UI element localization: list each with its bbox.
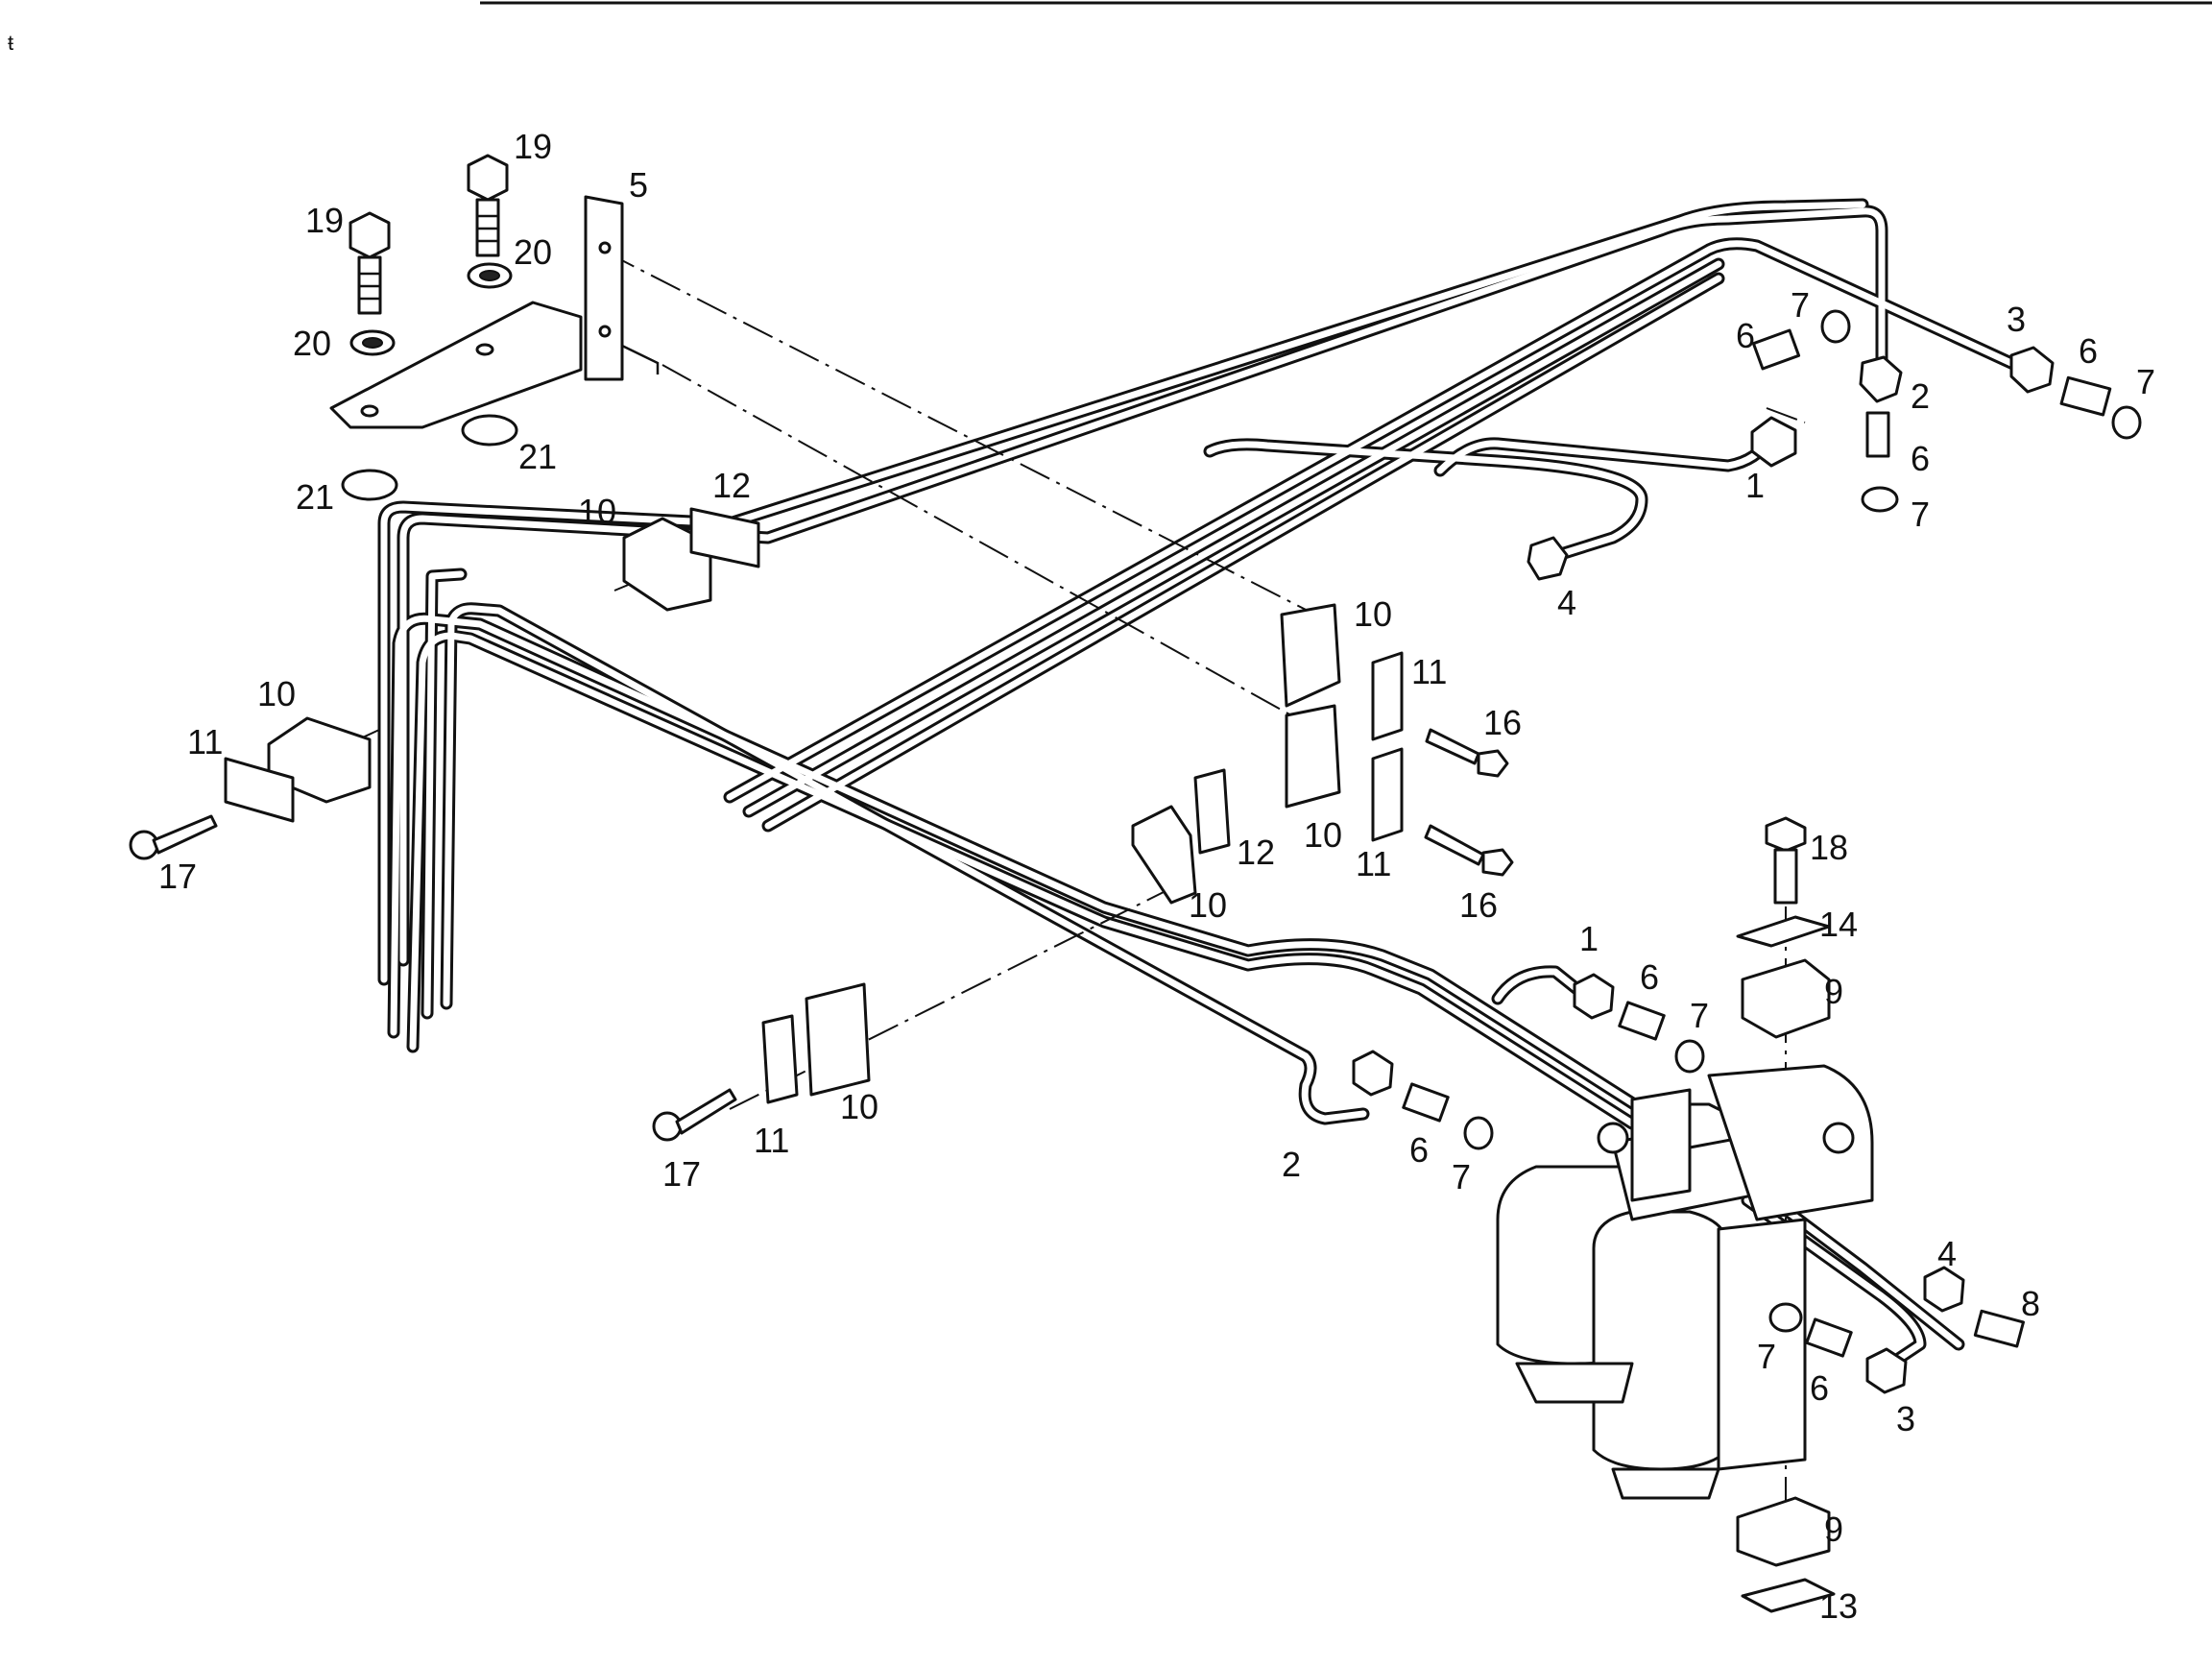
callout-11: 11: [1356, 844, 1391, 883]
bottom-clamp-stack: [1736, 1496, 1836, 1613]
callout-11: 11: [187, 722, 223, 761]
callout-7: 7: [1690, 996, 1709, 1035]
callout-6: 6: [2079, 331, 2098, 371]
callout-7: 7: [2136, 362, 2155, 401]
callout-21: 21: [518, 437, 557, 476]
callout-7: 7: [1911, 495, 1930, 534]
callout-3: 3: [1896, 1399, 1915, 1438]
clamp-left: [129, 716, 372, 860]
callout-11: 11: [754, 1121, 789, 1160]
callout-14: 14: [1819, 905, 1858, 944]
callout-6: 6: [1911, 439, 1930, 478]
fittings-top-right: [1527, 309, 2142, 581]
callout-10: 10: [578, 492, 616, 531]
callout-2: 2: [1911, 376, 1930, 416]
clamp-lower-left: [652, 982, 871, 1142]
top-clamp-stack: [1736, 816, 1831, 1039]
callout-19: 19: [514, 127, 552, 166]
fuel-filter-assembly: [1496, 1064, 1874, 1500]
callout-4: 4: [1557, 583, 1576, 622]
callout-7: 7: [1452, 1157, 1471, 1196]
fittings-lower: [1352, 973, 2026, 1394]
callout-12: 12: [712, 466, 751, 505]
callout-10: 10: [1189, 885, 1227, 925]
callout-1: 1: [1745, 466, 1765, 505]
callout-20: 20: [514, 232, 552, 272]
callout-10: 10: [257, 674, 296, 713]
callout-12: 12: [1237, 833, 1275, 872]
clamp-upper-center: [622, 507, 760, 612]
bolt-16-lower: [1424, 824, 1514, 877]
callout-7: 7: [1791, 285, 1810, 325]
callout-6: 6: [1409, 1130, 1429, 1170]
callouts: 19 19 5 20 20 21 21 12 10 10 11 17 7 6 3…: [158, 127, 2155, 1626]
callout-2: 2: [1282, 1145, 1301, 1184]
bolt-17-lower: [652, 1088, 737, 1142]
callout-20: 20: [293, 324, 331, 363]
bolt-16-upper: [1425, 728, 1509, 778]
bolt-17-left: [129, 814, 218, 860]
callout-6: 6: [1736, 316, 1755, 355]
callout-10: 10: [840, 1087, 878, 1126]
callout-10: 10: [1304, 815, 1342, 855]
callout-7: 7: [1757, 1337, 1776, 1376]
clamp-lower-center: [1131, 768, 1231, 905]
callout-10: 10: [1354, 594, 1392, 634]
callout-16: 16: [1459, 885, 1498, 925]
callout-17: 17: [158, 857, 197, 896]
callout-9: 9: [1824, 1510, 1843, 1549]
callout-8: 8: [2021, 1284, 2040, 1323]
callout-18: 18: [1810, 828, 1848, 867]
callout-9: 9: [1824, 972, 1843, 1011]
pipe-bundle: [377, 198, 2032, 1370]
callout-17: 17: [662, 1154, 701, 1194]
callout-21: 21: [296, 477, 334, 517]
margin-mark: ŧ: [8, 31, 13, 55]
callout-19: 19: [305, 201, 344, 240]
callout-16: 16: [1483, 703, 1522, 742]
callout-5: 5: [629, 165, 648, 205]
bolt-19-left: [349, 211, 391, 315]
callout-13: 13: [1819, 1586, 1858, 1626]
mounting-bracket: [329, 195, 660, 429]
washers: [341, 262, 518, 501]
callout-11: 11: [1411, 652, 1447, 691]
callout-4: 4: [1937, 1234, 1957, 1273]
callout-1: 1: [1579, 919, 1599, 958]
callout-6: 6: [1810, 1368, 1829, 1408]
callout-3: 3: [2007, 300, 2026, 339]
bolt-19-right: [467, 154, 509, 257]
callout-6: 6: [1640, 957, 1659, 997]
clamps-right-pair: [1280, 603, 1514, 877]
